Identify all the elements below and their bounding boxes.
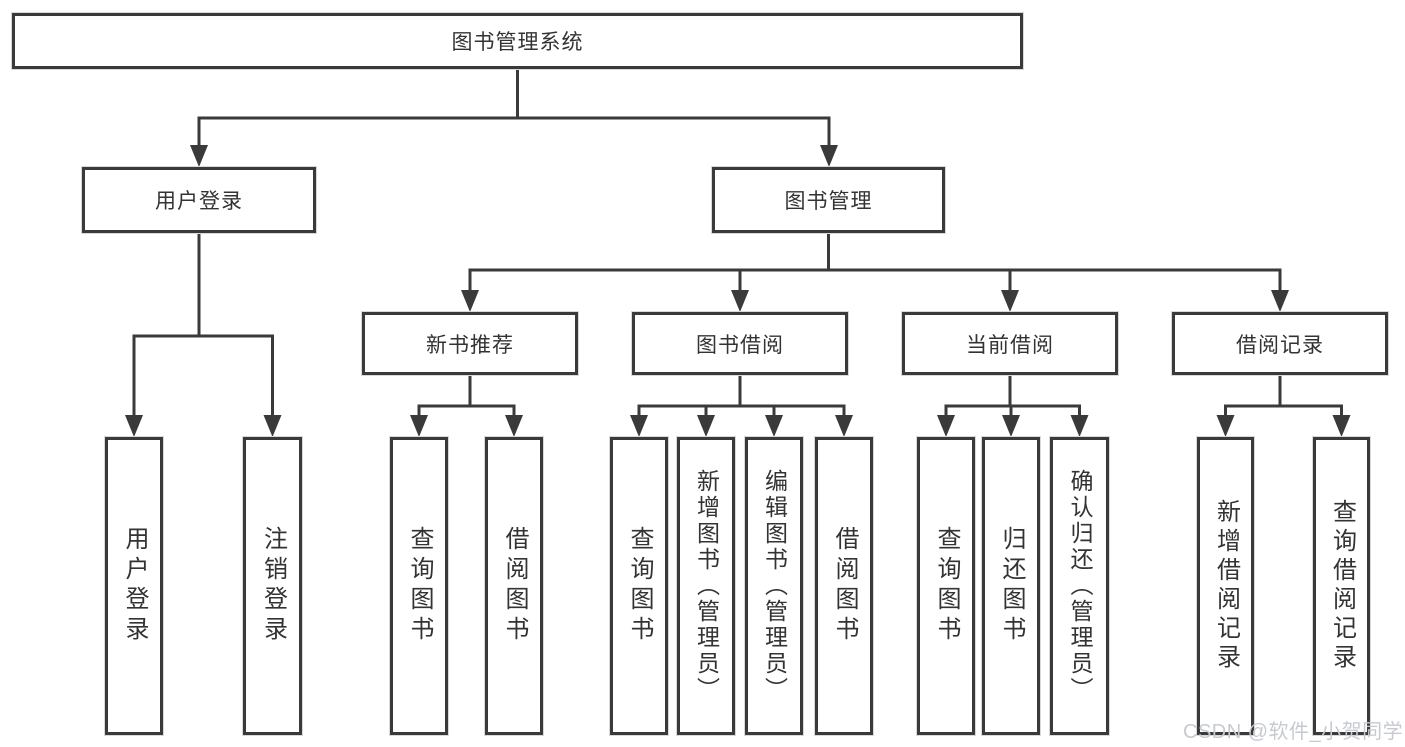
arrow-down-icon (697, 415, 715, 437)
arrow-down-icon (190, 145, 208, 167)
arrow-down-icon (731, 290, 749, 312)
leaf-label: 归还图书 (998, 526, 1025, 646)
arrow-down-icon (1001, 290, 1019, 312)
leaf-query-books-1: 查询图书 (390, 437, 448, 735)
arrow-down-icon (630, 415, 648, 437)
csdn-watermark: CSDN @软件_小贺同学 (1183, 721, 1404, 743)
arrow-down-icon (1216, 415, 1235, 437)
leaf-borrow-books-2: 借阅图书 (815, 437, 873, 735)
arrow-down-icon (461, 290, 479, 312)
leaf-label: 查询图书 (626, 526, 653, 646)
node-label: 图书借阅 (696, 333, 784, 357)
leaf-add-books-admin: 新增图书（管理员） (677, 437, 735, 735)
leaf-label: 编辑图书（管理员） (761, 469, 788, 703)
leaf-label: 查询图书 (933, 526, 960, 646)
connector-borrowing-to-leaves (637, 373, 846, 421)
connector-userlogin-to-leaves (132, 231, 274, 421)
arrow-down-icon (125, 415, 143, 437)
leaf-query-books-2: 查询图书 (610, 437, 668, 735)
node-book-management: 图书管理 (712, 167, 945, 233)
leaf-label: 用户登录 (121, 526, 148, 646)
leaf-query-borrow-record: 查询借阅记录 (1313, 437, 1370, 735)
leaf-label: 注销登录 (259, 526, 287, 646)
leaf-return-books: 归还图书 (982, 437, 1040, 735)
node-label: 借阅记录 (1236, 333, 1324, 357)
node-library-management-system: 图书管理系统 (12, 13, 1023, 69)
connector-current-to-leaves (944, 373, 1081, 421)
arrow-down-icon (820, 145, 838, 167)
node-borrowing-records: 借阅记录 (1172, 312, 1388, 375)
arrow-down-icon (1070, 415, 1089, 437)
leaf-user-login: 用户登录 (105, 437, 163, 735)
arrow-down-icon (1271, 290, 1289, 312)
node-label: 新书推荐 (426, 333, 514, 357)
node-label: 图书管理系统 (451, 31, 584, 54)
leaf-borrow-books-1: 借阅图书 (485, 437, 543, 735)
arrow-down-icon (505, 415, 523, 437)
node-label: 用户登录 (155, 190, 243, 213)
leaf-label: 查询图书 (406, 526, 433, 646)
node-new-book-recommendation: 新书推荐 (362, 312, 578, 375)
leaf-edit-books-admin: 编辑图书（管理员） (745, 437, 803, 735)
leaf-add-borrow-record: 新增借阅记录 (1197, 437, 1254, 735)
arrow-down-icon (410, 415, 428, 437)
arrow-down-icon (1332, 415, 1351, 437)
node-user-login: 用户登录 (82, 167, 316, 233)
node-book-borrowing: 图书借阅 (632, 312, 848, 375)
arrow-down-icon (937, 415, 955, 437)
leaf-label: 确认归还（管理员） (1067, 469, 1093, 703)
arrow-down-icon (835, 415, 853, 437)
leaf-logout: 注销登录 (243, 437, 302, 735)
arrow-down-icon (263, 415, 282, 437)
arrow-down-icon (765, 415, 783, 437)
node-label: 图书管理 (784, 190, 873, 213)
connector-bookmgmt-to-sections (468, 231, 1282, 296)
leaf-label: 借阅图书 (501, 526, 528, 646)
leaf-label: 新增图书（管理员） (693, 469, 720, 703)
connector-newbook-to-leaves (417, 373, 516, 421)
node-label: 当前借阅 (966, 333, 1054, 357)
leaf-query-books-3: 查询图书 (917, 437, 975, 735)
node-current-borrowing: 当前借阅 (902, 312, 1118, 375)
leaf-label: 查询借阅记录 (1328, 499, 1356, 673)
connector-records-to-leaves (1224, 373, 1343, 421)
connector-root-to-level2 (197, 67, 831, 150)
leaf-label: 借阅图书 (831, 526, 858, 646)
leaf-label: 新增借阅记录 (1212, 499, 1240, 673)
arrow-down-icon (1002, 415, 1020, 437)
leaf-confirm-return-admin: 确认归还（管理员） (1050, 437, 1109, 735)
